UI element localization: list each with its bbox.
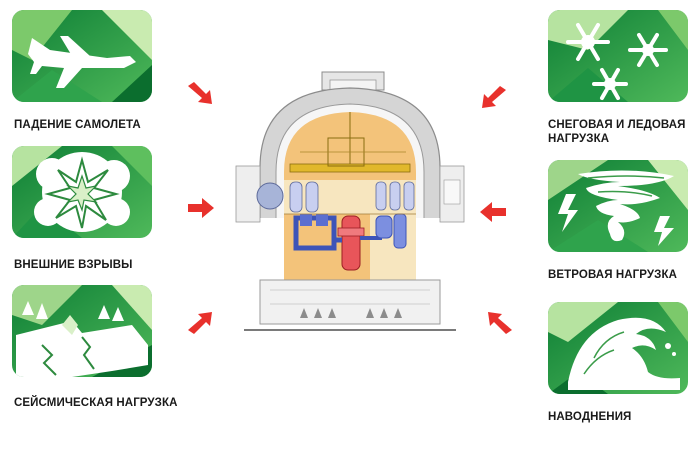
wind-load-tile	[548, 160, 688, 252]
floods-tile	[548, 302, 688, 394]
snow-ice-load-label-line2: НАГРУЗКА	[548, 133, 610, 145]
wind-load-label: ВЕТРОВАЯ НАГРУЗКА	[548, 269, 677, 281]
snow-ice-load-tile	[548, 10, 688, 102]
snowflake-icon	[566, 23, 668, 100]
earthquake-icon	[16, 301, 148, 377]
wave-icon	[568, 317, 680, 390]
tornado-icon	[558, 170, 674, 246]
explosion-icon	[34, 152, 130, 232]
snow-ice-load-label-line1: СНЕГОВАЯ И ЛЕДОВАЯ	[548, 119, 686, 131]
seismic-load-label: СЕЙСМИЧЕСКАЯ НАГРУЗКА	[14, 397, 178, 409]
floods-label: НАВОДНЕНИЯ	[548, 411, 632, 423]
arrow-aircraft-icon	[188, 82, 212, 104]
arrow-seismic-icon	[188, 312, 212, 334]
arrow-snow-icon	[482, 86, 506, 108]
aircraft-crash-label: ПАДЕНИЕ САМОЛЕТА	[14, 119, 141, 131]
seismic-load-tile	[12, 285, 152, 377]
external-explosions-tile	[12, 146, 152, 238]
external-explosions-label: ВНЕШНИЕ ВЗРЫВЫ	[14, 259, 133, 271]
airplane-icon	[28, 36, 136, 88]
arrow-floods-icon	[488, 312, 512, 334]
snow-ice-load-label: СНЕГОВАЯ И ЛЕДОВАЯ НАГРУЗКА	[548, 118, 686, 146]
aircraft-crash-tile	[12, 10, 152, 102]
arrow-wind-icon	[480, 202, 506, 222]
arrow-explosions-icon	[188, 198, 214, 218]
reactor-building-diagram	[235, 71, 465, 331]
